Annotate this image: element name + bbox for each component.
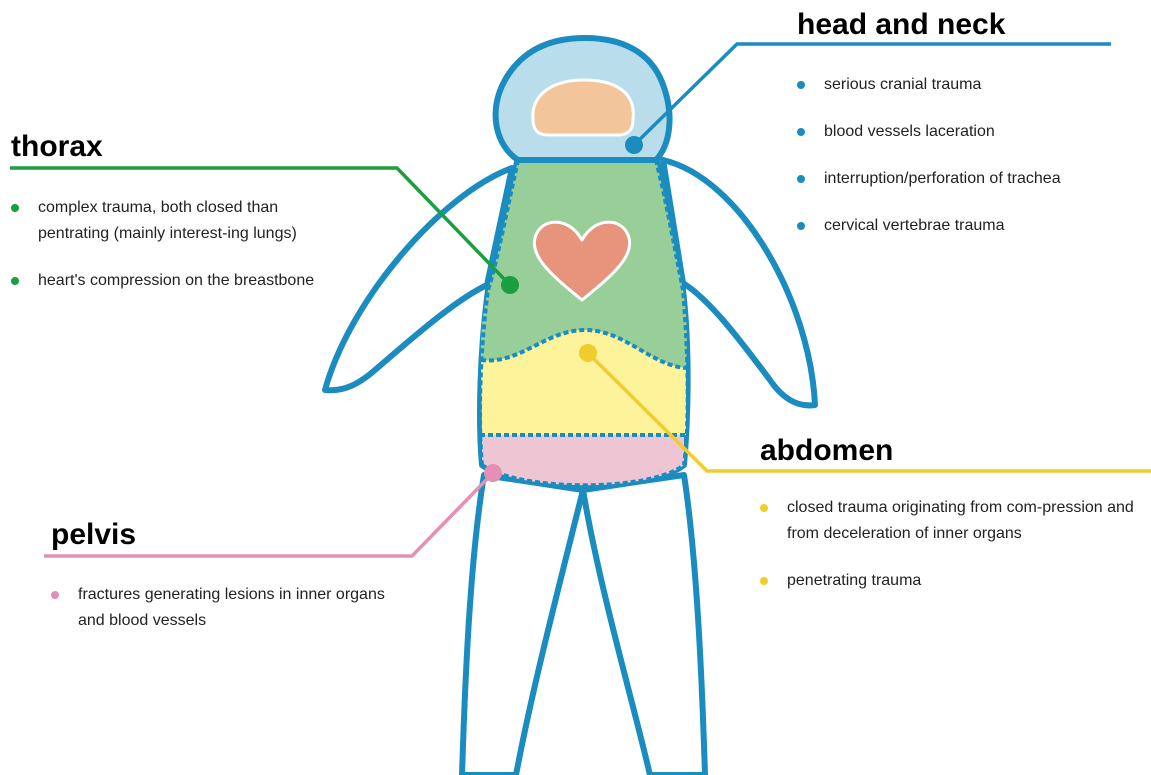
list-item: interruption/perforation of trachea <box>797 166 1142 192</box>
bullet-icon <box>797 222 805 230</box>
list-item: serious cranial trauma <box>797 72 1142 98</box>
bullet-icon <box>760 504 768 512</box>
right-leg <box>583 475 705 775</box>
bullet-icon <box>797 81 805 89</box>
list-item: closed trauma originating from com-press… <box>760 495 1145 547</box>
pelvis-list: fractures generating lesions in inner or… <box>51 582 411 655</box>
list-item: blood vessels laceration <box>797 119 1142 145</box>
bullet-icon <box>797 128 805 136</box>
bullet-icon <box>797 175 805 183</box>
bullet-icon <box>760 577 768 585</box>
head-and-neck-title: head and neck <box>797 8 1005 42</box>
bullet-icon <box>11 277 19 285</box>
abdomen-list: closed trauma originating from com-press… <box>760 495 1145 615</box>
thorax-title: thorax <box>11 130 103 164</box>
left-leg <box>462 475 583 775</box>
abdomen-title: abdomen <box>760 434 893 468</box>
list-item: heart's compression on the breastbone <box>11 268 321 294</box>
abdomen-marker <box>579 344 597 362</box>
head-and-neck-list: serious cranial trauma blood vessels lac… <box>797 72 1142 260</box>
list-item: fractures generating lesions in inner or… <box>51 582 411 634</box>
brain-shape <box>533 80 633 135</box>
list-item: cervical vertebrae trauma <box>797 213 1142 239</box>
list-item: complex trauma, both closed than pentrat… <box>11 195 321 247</box>
bullet-icon <box>11 204 19 212</box>
bullet-icon <box>51 591 59 599</box>
thorax-list: complex trauma, both closed than pentrat… <box>11 195 321 315</box>
pelvis-title: pelvis <box>51 518 136 552</box>
pelvis-marker <box>484 464 502 482</box>
thorax-marker <box>501 276 519 294</box>
list-item: penetrating trauma <box>760 568 1145 594</box>
head-and-neck-marker <box>625 136 643 154</box>
